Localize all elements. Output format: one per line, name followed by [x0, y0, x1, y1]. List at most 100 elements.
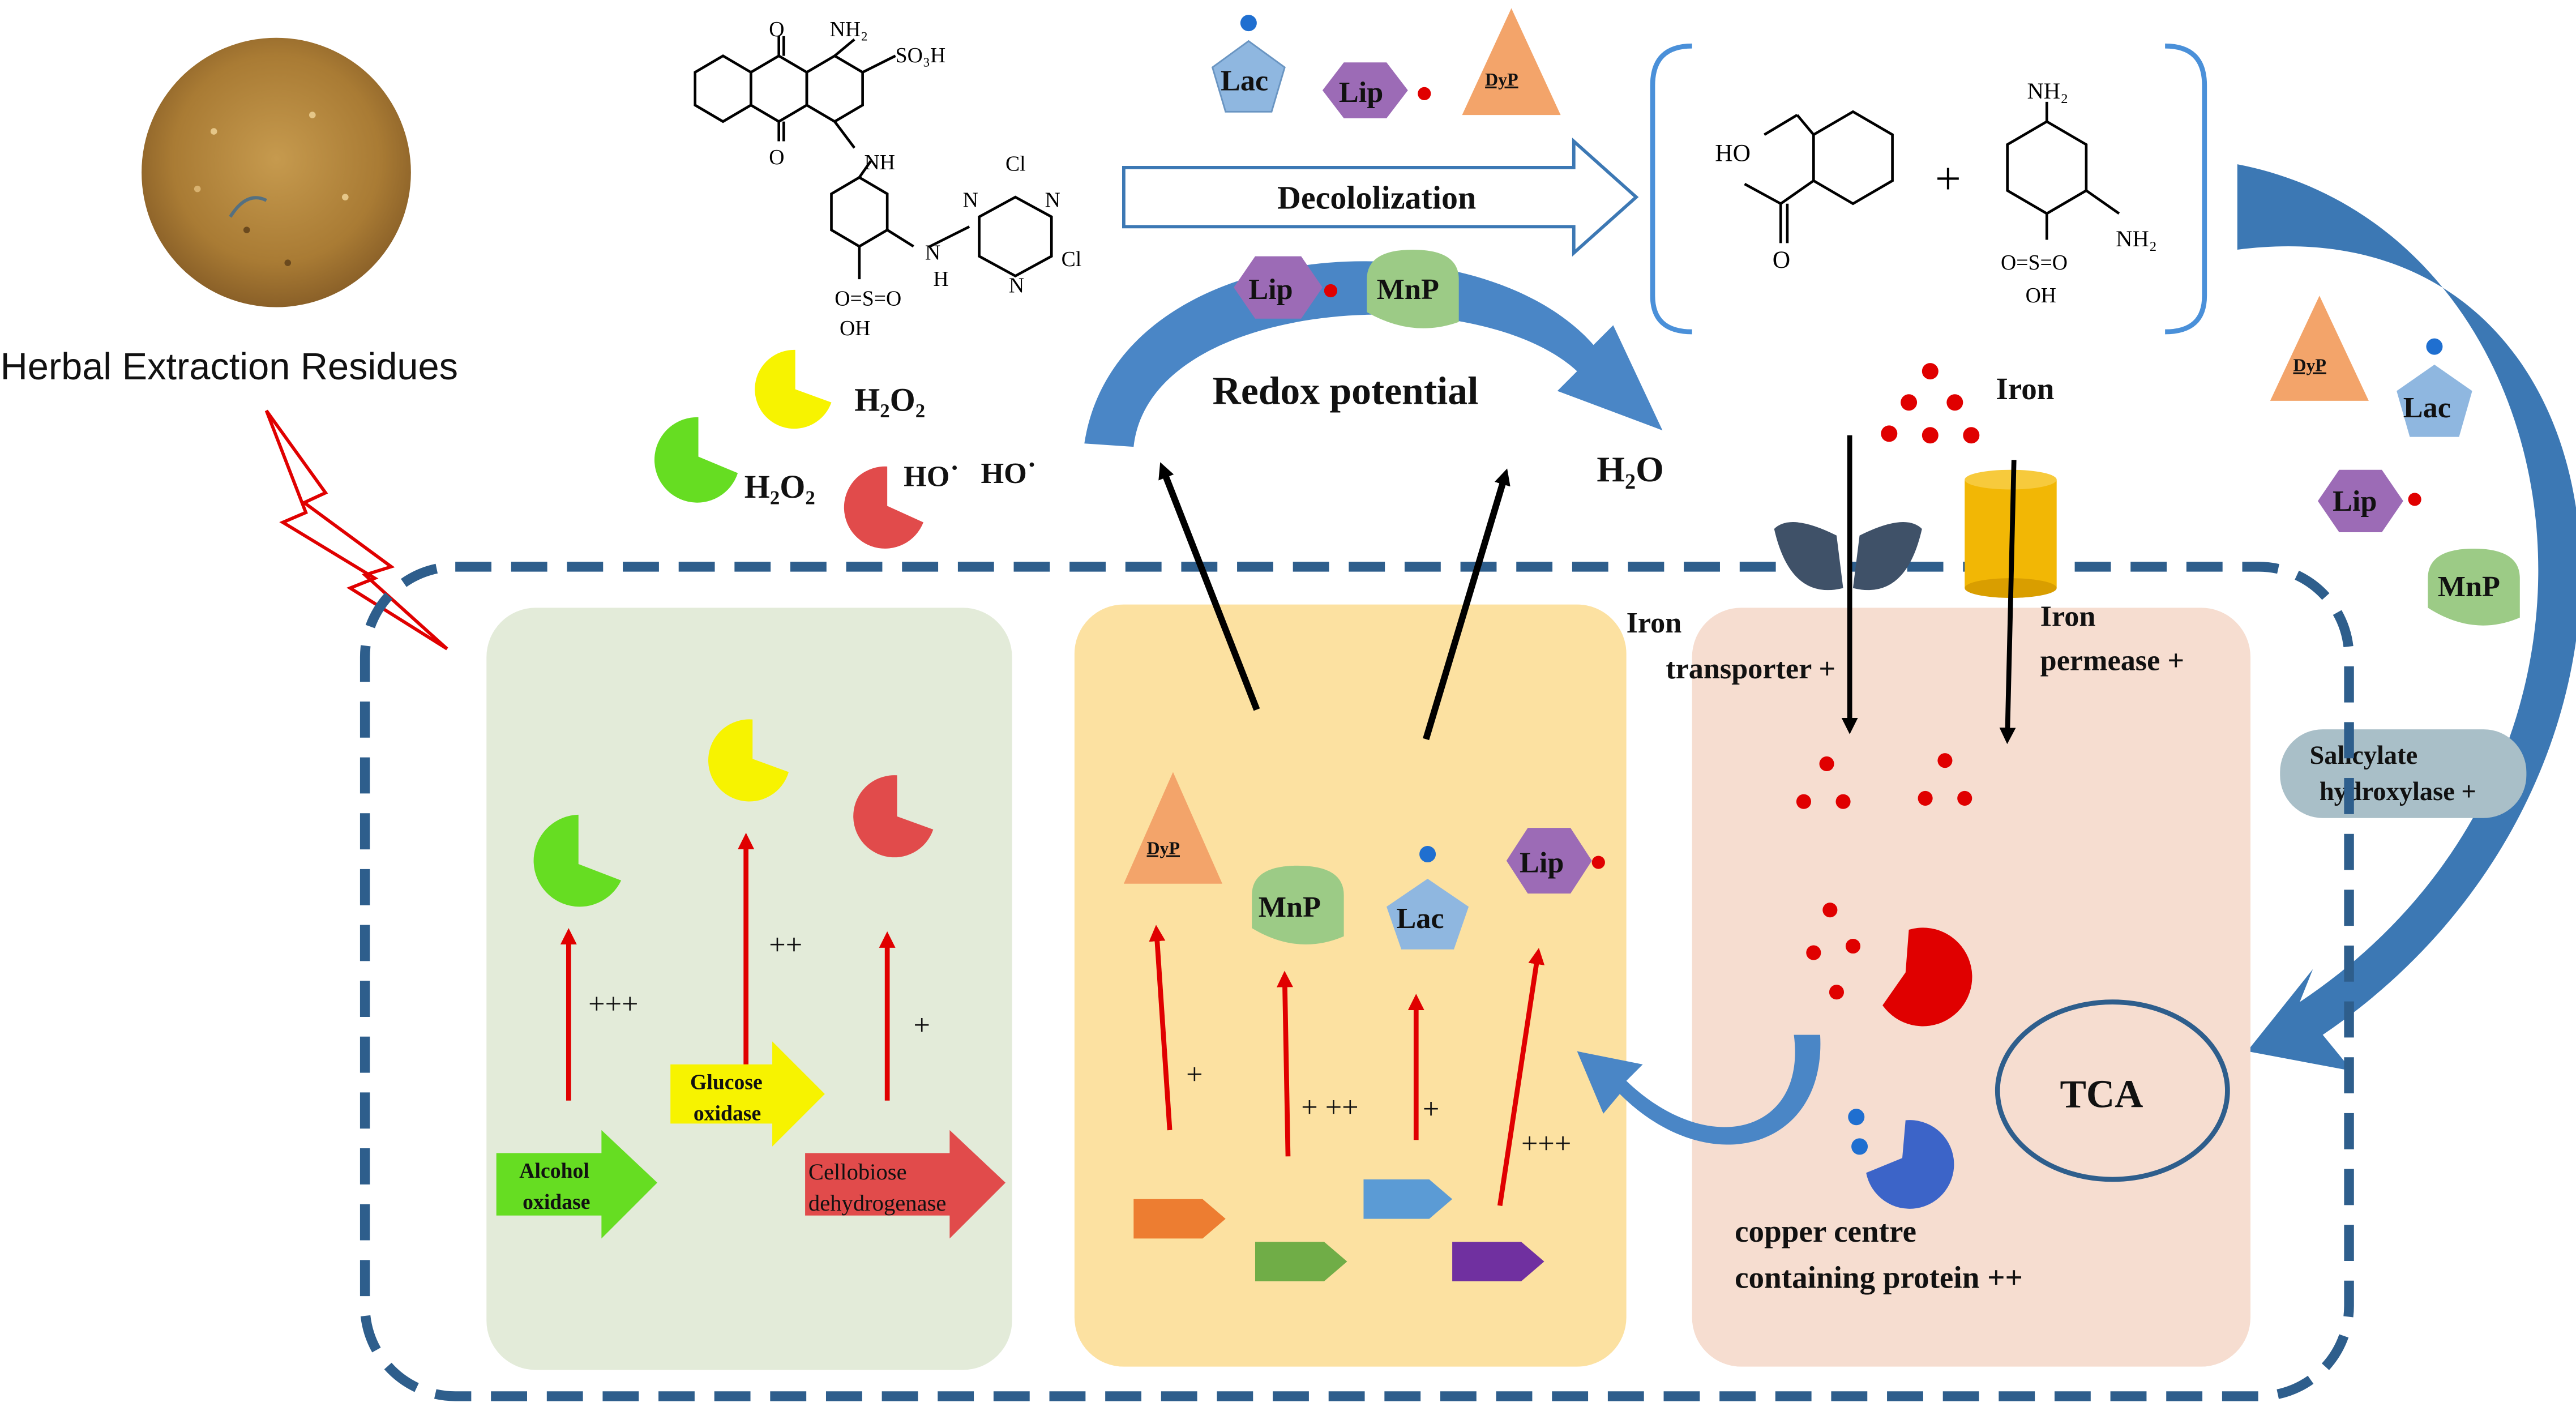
cell-membrane-dashed	[360, 562, 2354, 1401]
copper-label-1: copper centre	[1735, 1214, 1916, 1248]
iron-dots-outside	[1881, 363, 1980, 444]
lac-shape-inside	[1387, 879, 1469, 950]
secretion-arrow-2	[1423, 468, 1510, 741]
lac-label-right: Lac	[2403, 391, 2451, 424]
lip-regulation: +++	[1521, 1127, 1571, 1160]
copper-protein-pacman	[1866, 1120, 1954, 1209]
top-enzymes: Lac Lip DyP	[1211, 8, 1561, 118]
dye-cl-2: Cl	[1062, 247, 1082, 271]
cellobiose-pacman	[853, 775, 934, 858]
lip-label-inside: Lip	[1520, 846, 1564, 879]
iron-transporter-label-2: transporter +	[1666, 652, 1835, 685]
dye-n-1: N	[963, 189, 978, 212]
herbal-residue-title: Herbal Extraction Residues	[1, 346, 458, 388]
iron-permease-top	[1965, 469, 2057, 490]
dyp-regulation: +	[1186, 1058, 1203, 1091]
dye-oso-o: O=S=O	[835, 287, 901, 311]
tca-label: TCA	[2060, 1072, 2143, 1116]
lightning-icon	[264, 409, 448, 651]
dye-n-3: N	[1009, 273, 1024, 297]
lac-label-top: Lac	[1221, 65, 1268, 97]
alcohol-oxidase-label-2: oxidase	[523, 1190, 590, 1214]
mnp-upregulation-arrow	[1276, 970, 1293, 1157]
lip-shape-top	[1322, 62, 1408, 118]
product-molecule-2	[2006, 101, 2120, 240]
lac-dot-top	[1240, 15, 1257, 32]
dye-n-2: N	[1045, 189, 1060, 212]
product-nh2-right: NH₂	[2116, 226, 2157, 251]
salicylate-badge	[2280, 729, 2527, 818]
dye-n-bridge: N	[925, 241, 940, 264]
lip-gene	[1452, 1242, 1544, 1281]
salicylate-label-2: hydroxylase +	[2320, 777, 2476, 806]
h2o2-pacman-green-left	[654, 417, 738, 503]
lip-shape-right	[2317, 469, 2403, 532]
copper-dot-2	[1851, 1138, 1868, 1155]
alcohol-oxidase-pacman	[533, 814, 622, 907]
lip-dot-redox	[1324, 284, 1338, 298]
glucose-oxidase-gene	[670, 1041, 825, 1147]
iron-dots-inside	[1796, 753, 1972, 1000]
copper-label-2: containing protein ++	[1735, 1260, 2023, 1294]
iron-label: Iron	[1996, 371, 2054, 406]
dye-h-bridge: H	[933, 267, 948, 291]
mnp-shape-redox	[1367, 249, 1459, 328]
dye-nh2: NH₂	[830, 18, 868, 41]
lip-dot-right	[2408, 493, 2421, 506]
dye-molecule	[694, 36, 1053, 280]
dyp-shape-right	[2270, 296, 2369, 401]
product-plus: +	[1935, 153, 1961, 204]
lip-dot-top	[1418, 87, 1431, 100]
dyp-upregulation-arrow	[1149, 925, 1173, 1131]
dyp-gene	[1133, 1199, 1226, 1239]
lip-dot-inside	[1591, 856, 1605, 869]
dyp-shape-inside	[1123, 772, 1222, 884]
glucose-oxidase-label-1: Glucose	[690, 1070, 763, 1094]
ho-pacman-red	[844, 466, 923, 549]
products-to-tca-arrow	[2237, 164, 2576, 1071]
tca-cycle	[1995, 999, 2230, 1182]
iron-binding-protein-pacman	[1882, 927, 1972, 1027]
secretion-arrow-1	[1158, 462, 1260, 711]
dye-nh: NH	[865, 151, 895, 174]
panel-enzymes	[1074, 604, 1627, 1367]
mnp-shape-inside	[1252, 865, 1344, 945]
dye-oh: OH	[840, 317, 870, 340]
product-bracket-left	[1650, 43, 1692, 335]
product-oso-o: O=S=O	[2001, 251, 2068, 275]
panel-iron	[1692, 608, 2251, 1367]
alcohol-oxidase-label-1: Alcohol	[519, 1159, 589, 1183]
dyp-label-top: DyP	[1485, 70, 1518, 89]
iron-transporter-label-1: Iron	[1627, 606, 1682, 639]
iron-permease-label-1: Iron	[2040, 600, 2096, 632]
dye-o-bottom: O	[769, 146, 784, 169]
feedback-arrow	[1577, 1034, 1821, 1145]
dye-molecule-labels: O O NH₂ SO₃H NH N N N Cl Cl N H O=S=O OH	[769, 18, 1081, 340]
iron-permease-label-2: permease +	[2040, 644, 2184, 677]
salicylate-label-1: Salicylate	[2309, 741, 2417, 770]
lac-dot-right	[2426, 338, 2443, 355]
dye-so3h: SO₃H	[896, 44, 946, 67]
decolorization-label: Decololization	[1277, 179, 1476, 216]
alcohol-regulation: +++	[588, 987, 638, 1020]
cellobiose-regulation: +	[914, 1009, 930, 1042]
ho-label-1: HO˙	[904, 460, 960, 493]
cellobiose-label-2: dehydrogenase	[808, 1190, 947, 1216]
mnp-shape-right	[2428, 548, 2520, 626]
lac-label-inside: Lac	[1396, 902, 1444, 935]
lip-label-top: Lip	[1339, 76, 1383, 109]
dye-o-top: O	[769, 18, 784, 41]
dye-cl-1: Cl	[1005, 152, 1026, 176]
lip-shape-redox	[1234, 256, 1323, 319]
lac-gene	[1363, 1179, 1453, 1219]
mnp-label-inside: MnP	[1259, 891, 1321, 923]
herbal-residue-photo	[142, 37, 411, 307]
iron-transporter-right-lobe	[1852, 522, 1922, 591]
lac-regulation: +	[1423, 1093, 1439, 1126]
mnp-gene	[1255, 1242, 1347, 1281]
product-molecule-1	[1744, 110, 1894, 243]
iron-transporter-left-lobe	[1774, 522, 1843, 591]
product-bracket-right	[2165, 43, 2207, 335]
dyp-label-right: DyP	[2293, 356, 2326, 375]
